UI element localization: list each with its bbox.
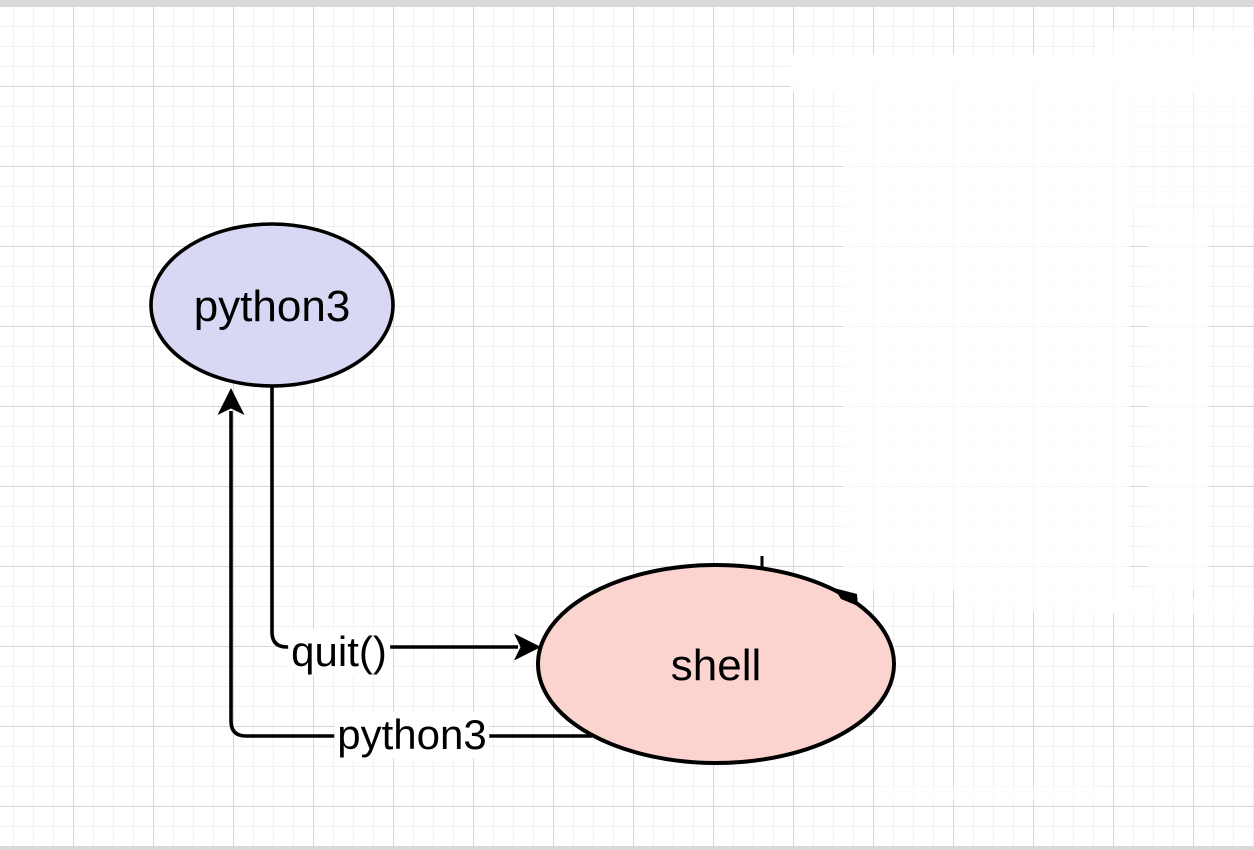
edge-label-python3[interactable]: python3	[334, 711, 490, 759]
render-artifact-patch	[1130, 92, 1254, 212]
node-ellipse-shell[interactable]	[536, 563, 896, 765]
edge-quit-path[interactable]	[270, 385, 518, 649]
render-artifact-patch	[1080, 598, 1254, 614]
render-artifact-patch	[1095, 30, 1254, 55]
window-bottom-edge	[0, 846, 1254, 850]
arrowhead-up-icon	[217, 388, 245, 415]
render-artifact-patch	[880, 786, 1100, 800]
node-label-shell[interactable]: shell	[670, 640, 762, 690]
render-artifact-patch	[790, 55, 1254, 92]
render-artifact-patch	[843, 92, 1130, 590]
arrowhead-right-icon	[514, 633, 541, 661]
edge-python3-path[interactable]	[229, 411, 592, 738]
render-artifact-patch	[1148, 212, 1208, 590]
window-top-edge	[0, 0, 1254, 6]
edge-label-quit[interactable]: quit()	[288, 628, 390, 676]
stroke-artifact	[834, 588, 858, 606]
node-ellipse-python3[interactable]	[149, 222, 395, 388]
node-label-python3[interactable]: python3	[193, 281, 351, 331]
